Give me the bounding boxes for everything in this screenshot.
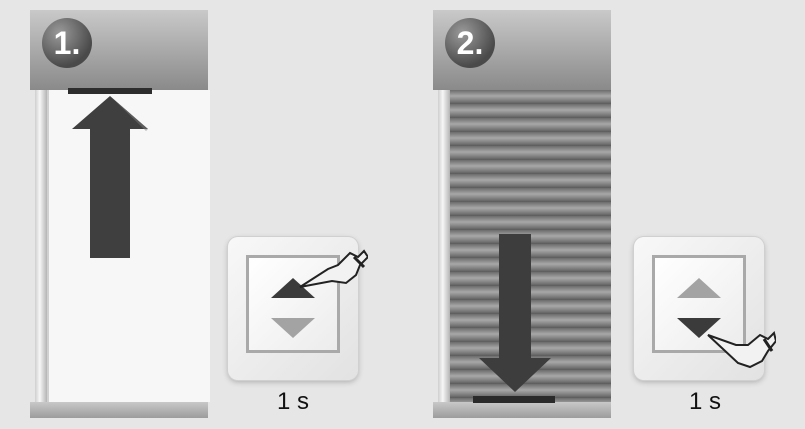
up-key-icon[interactable] [677, 278, 721, 298]
window-sill [30, 402, 208, 418]
step-badge: 2. [445, 18, 495, 68]
pointing-hand-icon [706, 323, 776, 373]
up-arrow-icon [60, 86, 160, 261]
step-2-duration: 1 s [640, 388, 770, 416]
down-key-icon[interactable] [271, 318, 315, 338]
shutter-switch-2[interactable] [634, 237, 764, 380]
left-rail [438, 90, 450, 405]
step-badge: 1. [42, 18, 92, 68]
shutter-switch-1[interactable] [228, 237, 358, 380]
step-1-duration: 1 s [228, 388, 358, 416]
down-arrow-icon [469, 230, 559, 406]
pointing-hand-icon [298, 243, 368, 293]
left-rail [35, 90, 47, 405]
step-2-panel: 2. [433, 0, 633, 429]
step-1-panel: 1. [30, 0, 230, 429]
